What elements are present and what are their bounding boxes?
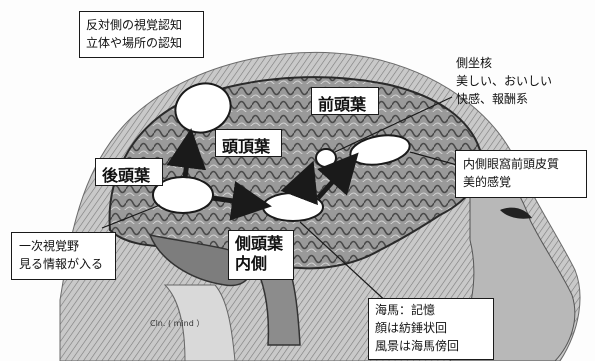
label-medial-orbitofrontal: 内側眼窩前頭皮質 美的感覚 [455, 150, 587, 198]
label-medial-orbitofrontal-line-1: 内側眼窩前頭皮質 [463, 155, 579, 173]
label-visual-cognition: 反対側の視覚認知 立体や場所の認知 [79, 11, 204, 58]
label-primary-visual-line-2: 見る情報が入る [19, 255, 108, 273]
label-visual-cognition-line-2: 立体や場所の認知 [86, 34, 197, 52]
label-hippocampus-line-2: 顔は紡錘状回 [375, 319, 487, 337]
oval-temporal [263, 193, 323, 221]
oval-accumbens [316, 149, 336, 167]
label-parietal-lobe: 頭頂葉 [215, 129, 282, 157]
label-primary-visual-line-1: 一次視覚野 [19, 237, 108, 255]
label-visual-cognition-line-1: 反対側の視覚認知 [86, 16, 197, 34]
label-nucleus-accumbens: 側坐核 美しい、おいしい 快感、報酬系 [452, 52, 582, 122]
label-occipital-lobe: 後頭葉 [95, 158, 163, 186]
label-occipital-lobe-text: 後頭葉 [102, 166, 150, 185]
label-medial-orbitofrontal-line-2: 美的感覚 [463, 173, 579, 191]
label-nucleus-accumbens-line-3: 快感、報酬系 [456, 90, 578, 108]
label-temporal-medial-line-2: 内側 [235, 254, 287, 274]
label-parietal-lobe-text: 頭頂葉 [222, 137, 270, 156]
label-temporal-medial: 側頭葉 内側 [228, 230, 294, 280]
label-temporal-medial-line-1: 側頭葉 [235, 234, 287, 254]
label-hippocampus-line-1: 海馬：記憶 [375, 301, 487, 319]
label-frontal-lobe: 前頭葉 [311, 87, 379, 115]
illustration-caption: Cln. ( mind ） [150, 318, 260, 332]
label-hippocampus-line-3: 風景は海馬傍回 [375, 337, 487, 355]
label-hippocampus: 海馬：記憶 顔は紡錘状回 風景は海馬傍回 [368, 298, 494, 360]
label-nucleus-accumbens-line-2: 美しい、おいしい [456, 72, 578, 90]
illustration-caption-text: Cln. ( mind ） [150, 319, 204, 328]
label-frontal-lobe-text: 前頭葉 [318, 95, 366, 114]
label-nucleus-accumbens-line-1: 側坐核 [456, 54, 578, 72]
label-primary-visual: 一次視覚野 見る情報が入る [11, 232, 116, 280]
